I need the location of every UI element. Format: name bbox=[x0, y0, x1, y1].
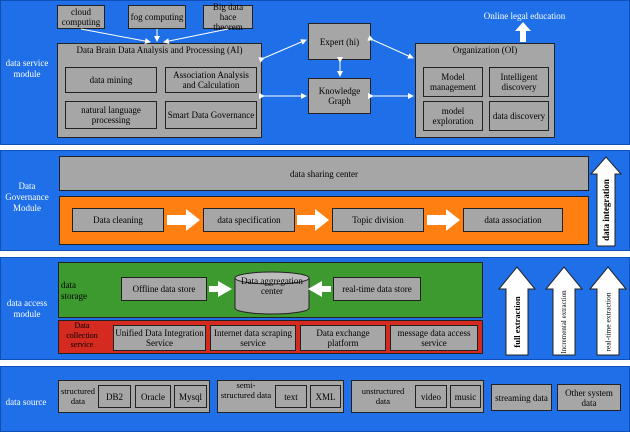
aggregation-center-cylinder bbox=[209, 271, 331, 315]
step-arrow-3 bbox=[427, 209, 460, 231]
realtime-extraction-label: real-time extraction bbox=[603, 292, 613, 352]
xml-box: XML bbox=[310, 385, 341, 408]
video-box: video bbox=[415, 385, 447, 408]
association-analysis-box: Association Analysis and Calculation bbox=[165, 67, 257, 93]
ai-expert-link bbox=[258, 39, 307, 63]
intelligent-discovery-box: Intelligent discovery bbox=[489, 67, 549, 97]
service-connectors bbox=[80, 22, 531, 99]
bigdata-connector bbox=[163, 28, 229, 44]
step-arrow-1 bbox=[167, 209, 200, 231]
internet-scraping-service: Internet data scraping service bbox=[210, 325, 296, 351]
message-data-access-service: message data access service bbox=[390, 325, 478, 351]
data-specification-box: data specification bbox=[203, 208, 295, 232]
offline-data-store: Offline data store bbox=[121, 277, 207, 301]
cloud-connector bbox=[80, 28, 151, 45]
data-integration-arrow bbox=[589, 156, 623, 247]
online-legal-education: Online legal education bbox=[483, 11, 566, 21]
db2-box: DB2 bbox=[98, 385, 131, 408]
oracle-box: Oracle bbox=[135, 385, 171, 408]
data-exchange-platform: Data exchange platform bbox=[300, 325, 386, 351]
other-system-data-box: Other system data bbox=[557, 384, 621, 411]
data-governance-module-label: Data Governance Module bbox=[5, 181, 49, 213]
model-management-box: Model management bbox=[423, 67, 483, 97]
unified-integration-service: Unified Data Integration Service bbox=[113, 325, 206, 351]
data-collection-label: Data collection service bbox=[66, 321, 98, 349]
structured-data-label: structured data bbox=[61, 386, 95, 406]
organization-panel-title: Organization (OI) bbox=[452, 45, 518, 55]
data-sharing-center: data sharing center bbox=[59, 156, 589, 191]
data-aggregation-center-label: Data aggregation center bbox=[241, 276, 303, 296]
realtime-extraction-wrap: real-time extraction bbox=[597, 290, 619, 354]
up-arrow-to-education bbox=[515, 22, 531, 42]
cloud-computing-box: cloud computing bbox=[57, 5, 105, 29]
full-extraction-wrap: full extraction bbox=[506, 290, 528, 354]
unstructured-label: unstructured data bbox=[361, 386, 405, 406]
data-cleaning-box: Data cleaning bbox=[72, 208, 164, 232]
semi-structured-label: semi-structured data bbox=[220, 380, 272, 400]
expert-box: Expert (hi) bbox=[308, 23, 371, 60]
extraction-arrows bbox=[497, 266, 628, 356]
governance-step-arrows bbox=[167, 156, 623, 247]
realtime-extraction-arrow bbox=[588, 266, 628, 356]
data-association-box: data association bbox=[463, 208, 563, 232]
realtime-to-center-arrow bbox=[308, 281, 331, 297]
mysql-box: Mysql bbox=[174, 385, 207, 408]
expert-org-link bbox=[367, 35, 414, 59]
full-extraction-label: full extraction bbox=[512, 296, 522, 348]
data-mining-box: data mining bbox=[65, 67, 157, 93]
data-access-module-label: data access module bbox=[6, 298, 48, 319]
fog-computing-box: fog computing bbox=[128, 5, 186, 29]
incremental-extraction-wrap: Incremental extraction bbox=[553, 290, 575, 354]
model-exploration-box: model exploration bbox=[423, 101, 483, 131]
data-service-module-label: data service module bbox=[5, 58, 49, 79]
ai-panel-title: Data Brain Data Analysis and Processing … bbox=[76, 45, 243, 55]
big-data-theorem-box: Big data hace theorem bbox=[203, 2, 253, 32]
incremental-extraction-label: Incremental extraction bbox=[560, 290, 568, 354]
nlp-box: natural language processing bbox=[65, 101, 157, 129]
smart-governance-box: Smart Data Governance bbox=[165, 101, 257, 129]
data-discovery-box: data discovery bbox=[489, 101, 549, 131]
data-source-label: data source bbox=[5, 397, 47, 407]
topic-division-box: Topic division bbox=[332, 208, 424, 232]
incremental-extraction-arrow bbox=[544, 266, 584, 356]
music-box: music bbox=[450, 385, 481, 408]
realtime-data-store: real-time data store bbox=[333, 277, 421, 301]
step-arrow-2 bbox=[297, 209, 329, 231]
streaming-data-box: streaming data bbox=[491, 384, 552, 411]
offline-to-center-arrow bbox=[209, 281, 232, 297]
text-box: text bbox=[275, 385, 307, 408]
data-storage-label: data storage bbox=[61, 280, 87, 301]
full-extraction-arrow bbox=[497, 266, 537, 356]
